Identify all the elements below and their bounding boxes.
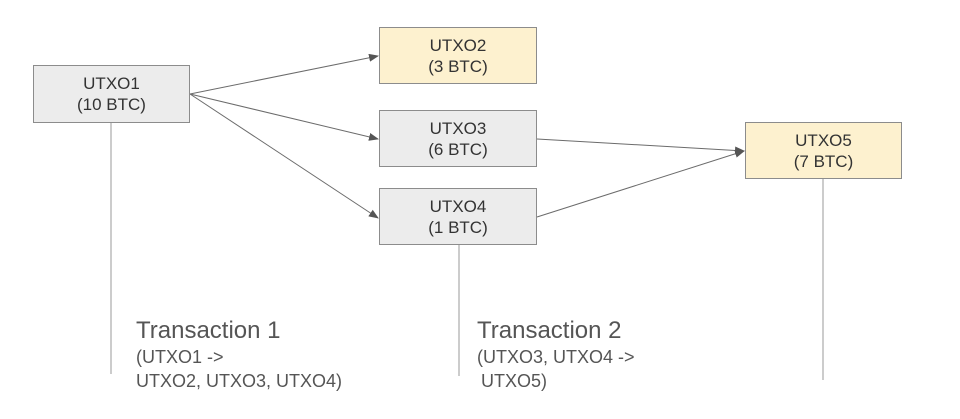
- arrow-utxo1-to-utxo3: [189, 93, 379, 141]
- transaction-1-title: Transaction 1: [136, 317, 281, 344]
- transaction-2-title: Transaction 2: [477, 317, 622, 344]
- arrow-utxo1-to-utxo4: [189, 93, 379, 219]
- utxo3-name: UTXO3: [429, 118, 487, 138]
- utxo3-node: UTXO3 (6 BTC): [379, 110, 537, 167]
- utxo3-amount: (6 BTC): [428, 139, 488, 159]
- utxo5-name: UTXO5: [795, 130, 852, 150]
- utxo1-amount: (10 BTC): [77, 95, 146, 114]
- arrow-utxo3-to-utxo5: [536, 138, 745, 155]
- transaction-2-detail-line1: (UTXO3, UTXO4 ->: [477, 347, 635, 367]
- arrow-utxo1-to-utxo2: [189, 53, 379, 95]
- utxo4-node: UTXO4 (1 BTC): [379, 188, 537, 245]
- transaction-1-detail-line1: (UTXO1 ->: [136, 347, 224, 367]
- utxo2-node: UTXO2 (3 BTC): [379, 27, 537, 84]
- transaction-1-detail-line2: UTXO2, UTXO3, UTXO4): [136, 371, 343, 391]
- utxo4-amount: (1 BTC): [428, 217, 488, 237]
- arrow-utxo4-to-utxo5: [536, 149, 745, 218]
- utxo2-name: UTXO2: [429, 35, 487, 55]
- transaction-2-detail-line2: UTXO5): [481, 371, 548, 391]
- transaction-1-label: Transaction 1 (UTXO1 -> UTXO2, UTXO3, UT…: [136, 317, 342, 393]
- utxo5-node: UTXO5 (7 BTC): [745, 122, 902, 179]
- utxo1-node: UTXO1 (10 BTC): [33, 65, 190, 123]
- utxo5-amount: (7 BTC): [793, 151, 854, 171]
- transaction-2-label: Transaction 2 (UTXO3, UTXO4 -> UTXO5): [477, 317, 635, 393]
- utxo1-name: UTXO1: [83, 74, 140, 93]
- utxo2-amount: (3 BTC): [428, 56, 488, 76]
- utxo4-name: UTXO4: [429, 196, 487, 216]
